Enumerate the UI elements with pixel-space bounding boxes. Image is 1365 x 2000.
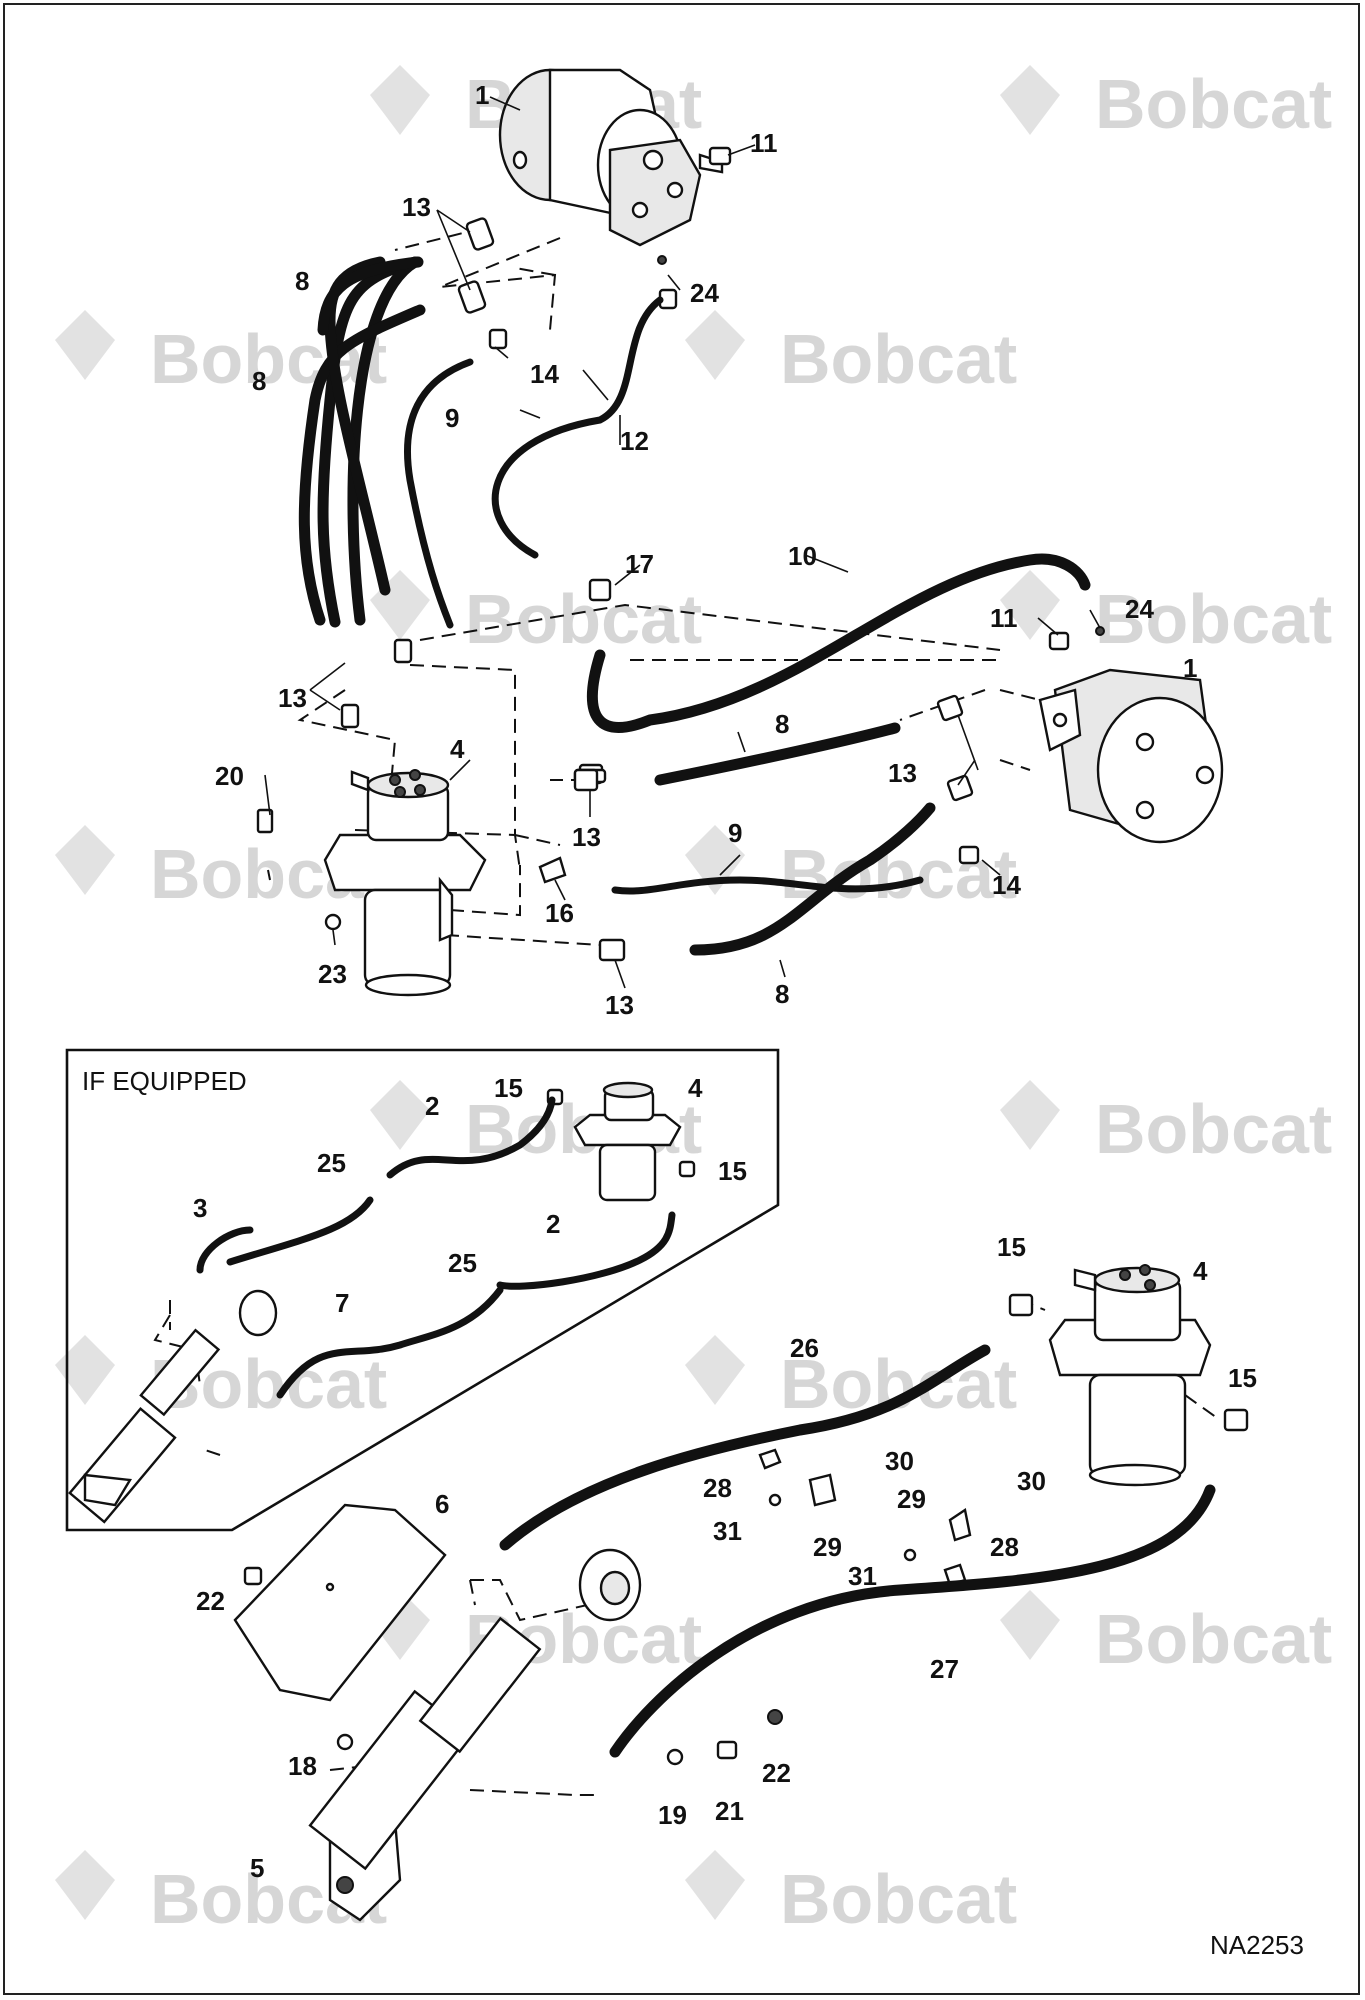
callout-label: 11: [750, 128, 778, 158]
swivel-joint-lower: [1048, 1264, 1212, 1487]
hose-clamp-brackets: [758, 1448, 972, 1587]
leader-lines: [264, 96, 1101, 989]
callout-label: 18: [288, 1751, 317, 1781]
inset-title: IF EQUIPPED: [82, 1066, 247, 1096]
callout-label: 1: [475, 80, 489, 110]
callout-label: 8: [252, 366, 266, 396]
watermark-logo-icon: [685, 1335, 745, 1405]
callout-label: 27: [930, 1654, 959, 1684]
callout-label: 22: [762, 1758, 791, 1788]
callout-label: 25: [448, 1248, 477, 1278]
callout-label: 10: [788, 541, 817, 571]
callout-label: 6: [435, 1489, 449, 1519]
watermark-text: Bobcat: [1095, 65, 1332, 143]
callout-label: 15: [494, 1073, 523, 1103]
callout-label: 16: [545, 898, 574, 928]
callout-label: 4: [1193, 1256, 1208, 1286]
callout-label: 1: [1183, 653, 1197, 683]
callout-label: 17: [625, 549, 654, 579]
travel-motor-top: [498, 68, 724, 247]
watermark-logo-icon: [1000, 1080, 1060, 1150]
watermark-logo-icon: [370, 1080, 430, 1150]
watermark-text: Bobcat: [465, 580, 702, 658]
if-equipped-inset: [65, 1048, 780, 1532]
watermark-logo-icon: [55, 310, 115, 380]
callout-labels: 1 11 13 8 24 8 14 9 12 17 10 11 24 1 13 …: [193, 80, 1257, 1883]
travel-motor-right: [1038, 668, 1224, 844]
callout-label: 31: [848, 1561, 877, 1591]
callout-label: 2: [425, 1091, 439, 1121]
page-border: [3, 3, 1360, 1995]
callout-label: 29: [813, 1532, 842, 1562]
callout-label: 24: [1125, 594, 1154, 624]
watermark-text: Bobcat: [1095, 1600, 1332, 1678]
callout-label: 13: [278, 683, 307, 713]
callout-label: 12: [620, 426, 649, 456]
watermark-text: Bobcat: [780, 1860, 1017, 1938]
watermark-text: Bobcat: [150, 320, 387, 398]
watermark-logo-icon: [55, 1335, 115, 1405]
callout-label: 23: [318, 959, 347, 989]
callout-label: 31: [713, 1516, 742, 1546]
callout-label: 26: [790, 1333, 819, 1363]
callout-label: 14: [530, 359, 559, 389]
callout-label: 15: [1228, 1363, 1257, 1393]
callout-label: 28: [703, 1473, 732, 1503]
watermark-text: Bobcat: [1095, 1090, 1332, 1168]
cylinder-inset: [68, 1289, 278, 1524]
watermark-text: Bobcat: [1095, 580, 1332, 658]
watermark-logo-icon: [685, 1850, 745, 1920]
callout-label: 8: [775, 709, 789, 739]
callout-label: 28: [990, 1532, 1019, 1562]
callout-label: 25: [317, 1148, 346, 1178]
swivel-joint-main: [323, 769, 487, 997]
figure-code: NA2253: [1210, 1930, 1304, 1960]
callout-label: 14: [992, 870, 1021, 900]
callout-label: 20: [215, 761, 244, 791]
callout-label: 24: [690, 278, 719, 308]
watermark-logo-icon: [685, 825, 745, 895]
callout-label: 30: [1017, 1466, 1046, 1496]
callout-label: 7: [335, 1288, 349, 1318]
callout-label: 4: [688, 1073, 703, 1103]
callout-label: 9: [728, 818, 742, 848]
fittings: [243, 146, 1249, 1766]
callout-label: 5: [250, 1853, 264, 1883]
callout-label: 8: [295, 266, 309, 296]
callout-label: 15: [997, 1232, 1026, 1262]
cylinder-lower: [308, 1548, 642, 1922]
callout-label: 8: [775, 979, 789, 1009]
callout-label: 11: [990, 603, 1018, 633]
watermark-logo-icon: [370, 65, 430, 135]
callout-label: 9: [445, 403, 459, 433]
swivel-joint-inset: [573, 1081, 682, 1202]
watermark-logo-icon: [685, 310, 745, 380]
callout-label: 29: [897, 1484, 926, 1514]
callout-label: 22: [196, 1586, 225, 1616]
watermark-text: Bobcat: [780, 320, 1017, 398]
callout-label: 19: [658, 1800, 687, 1830]
callout-label: 30: [885, 1446, 914, 1476]
cylinder-shield: [233, 1503, 447, 1702]
callout-label: 21: [715, 1796, 744, 1826]
callout-label: 13: [888, 758, 917, 788]
watermark-logo-icon: [1000, 570, 1060, 640]
watermark-logo-icon: [55, 1850, 115, 1920]
watermark-logo-icon: [55, 825, 115, 895]
watermark-logo-icon: [1000, 1590, 1060, 1660]
callout-label: 2: [546, 1209, 560, 1239]
watermark-logo-icon: [1000, 65, 1060, 135]
hoses: [196, 256, 1216, 1758]
callout-label: 13: [572, 822, 601, 852]
callout-label: 15: [718, 1156, 747, 1186]
callout-label: 13: [605, 990, 634, 1020]
callout-label: 4: [450, 734, 465, 764]
watermarks: Bobcat Bobcat Bobcat Bobcat Bobcat Bobca…: [55, 65, 1332, 1938]
callout-label: 3: [193, 1193, 207, 1223]
callout-label: 13: [402, 192, 431, 222]
